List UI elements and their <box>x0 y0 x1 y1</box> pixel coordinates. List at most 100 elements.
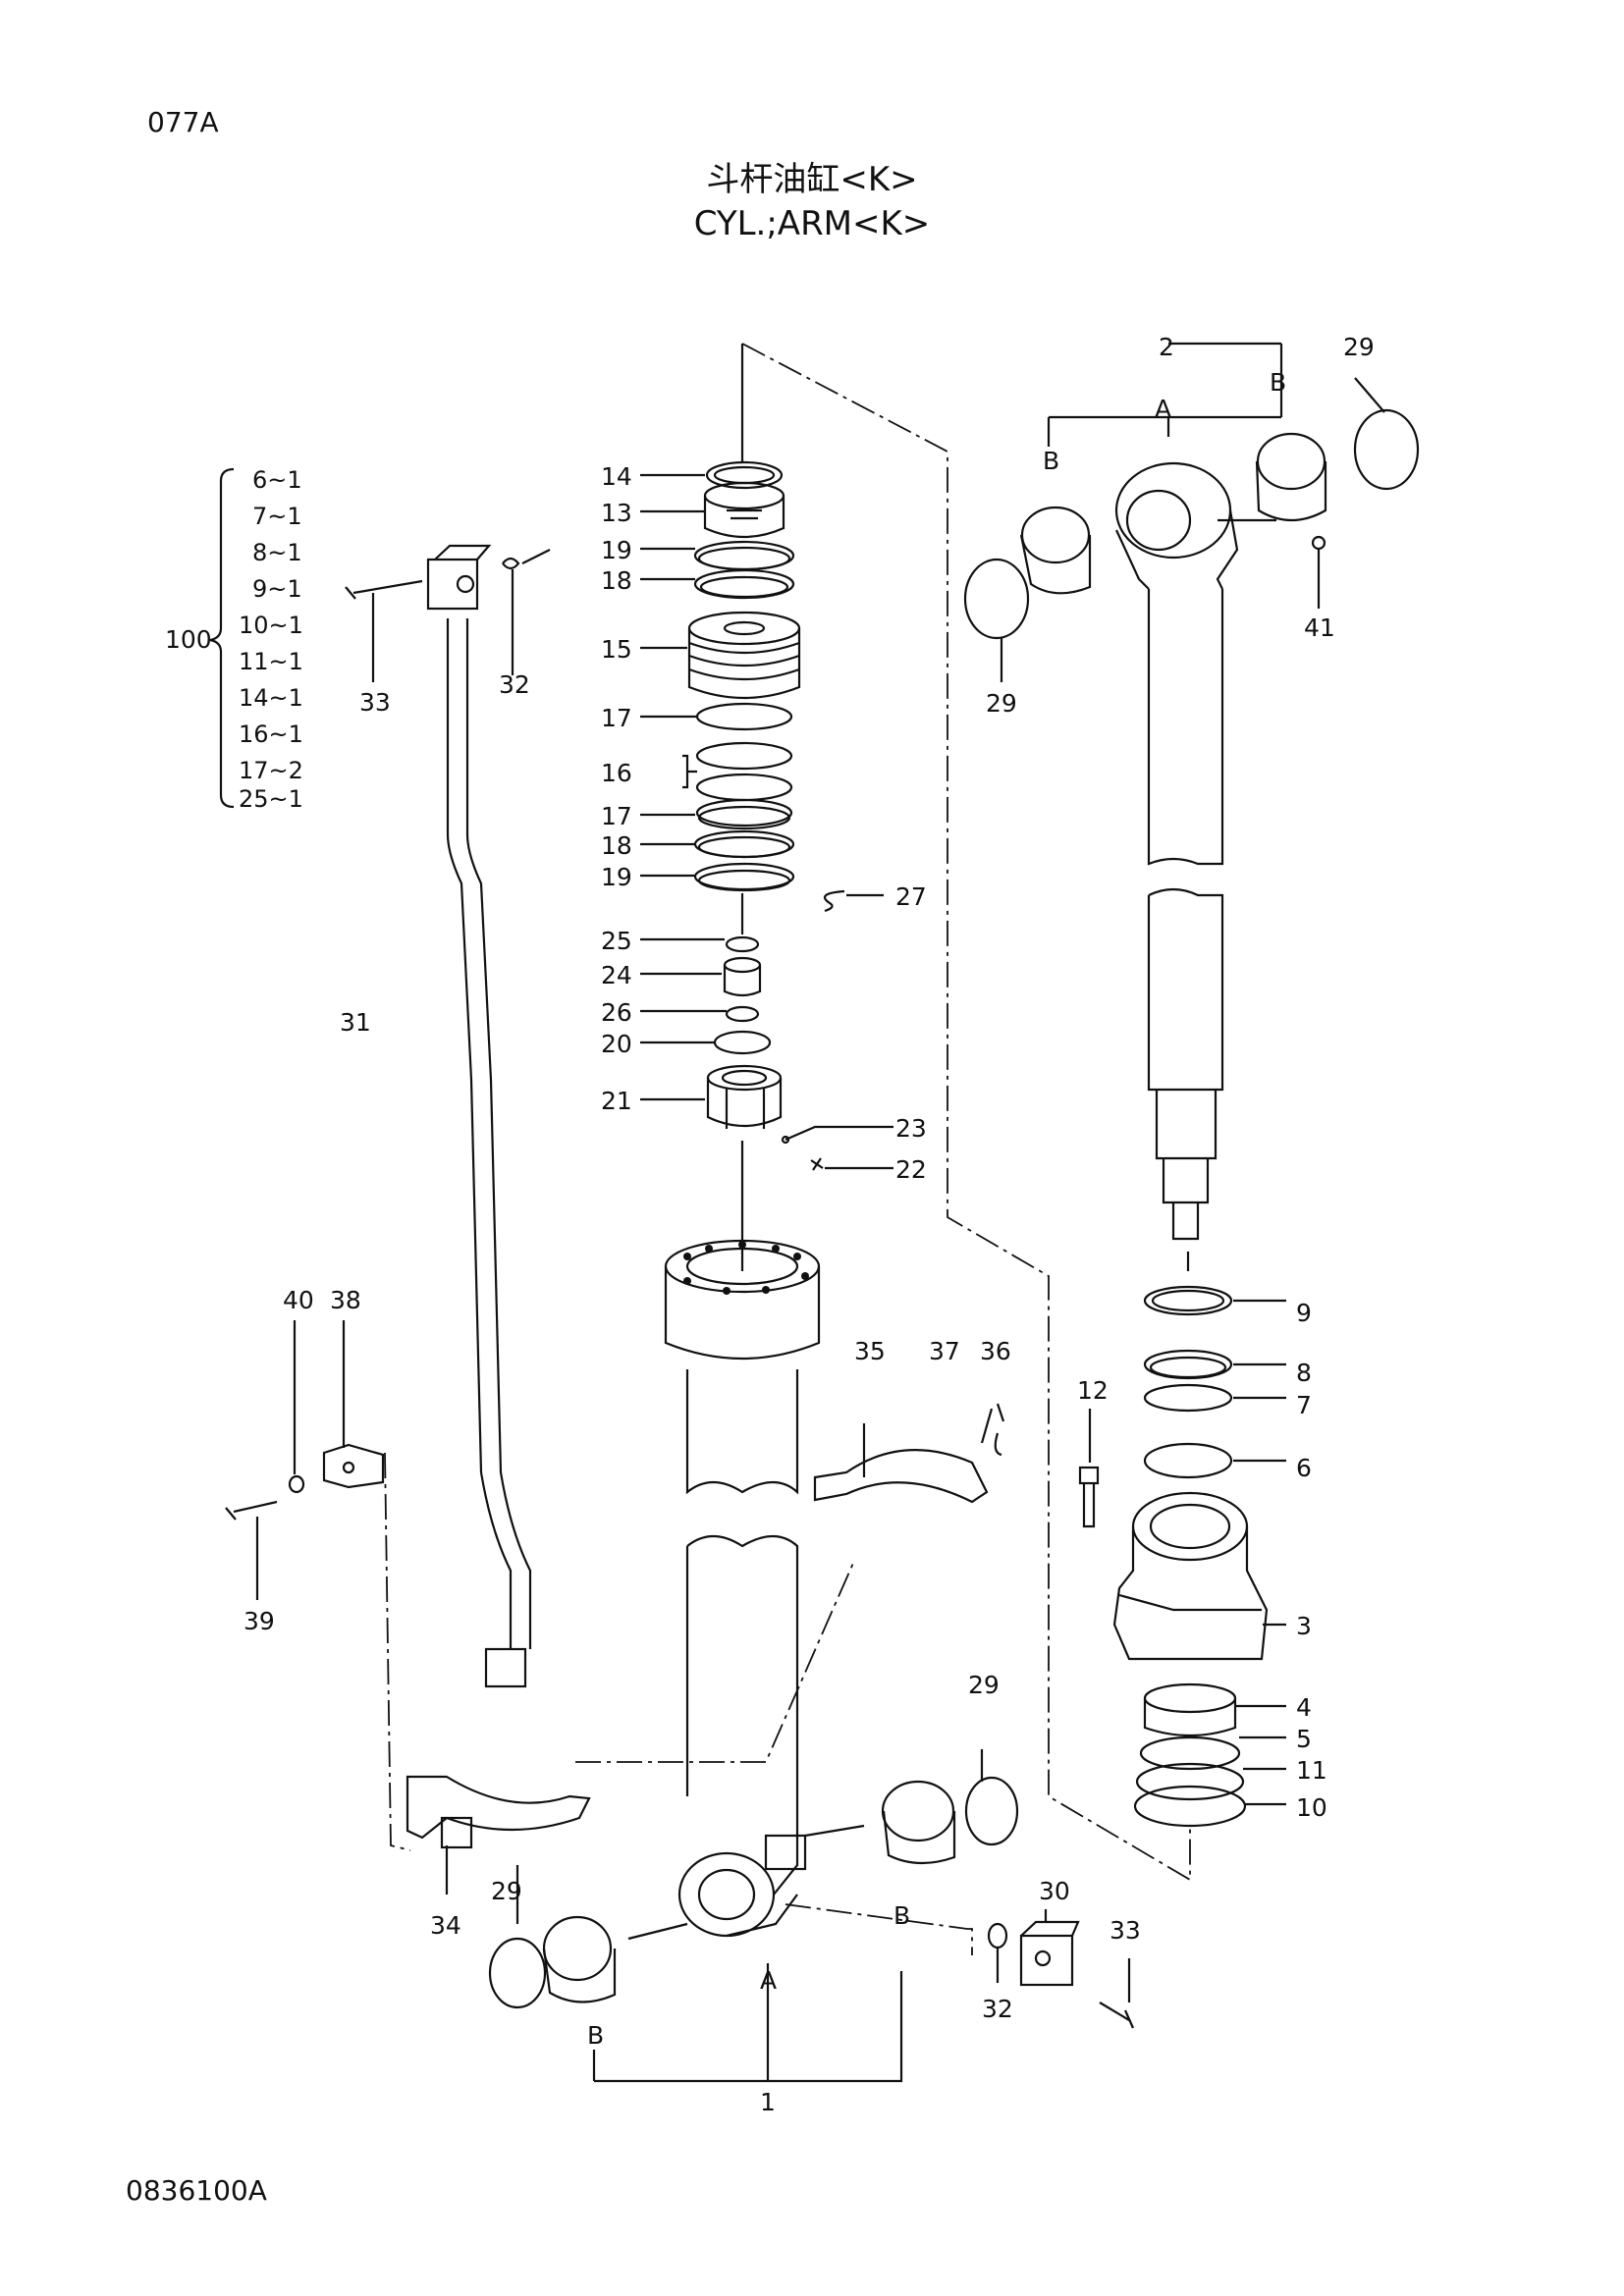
callout-29-tube-left: 29 <box>491 1877 522 1905</box>
part-18-ring-bottom <box>693 829 795 859</box>
parts-36-37-bolt-washer <box>980 1403 1005 1457</box>
part-11-ring <box>1135 1762 1245 1801</box>
letter-b-tube-right: B <box>893 1901 910 1930</box>
letter-a-rod: A <box>1155 395 1171 423</box>
part-15-piston <box>687 611 801 700</box>
callout-3: 3 <box>1296 1612 1312 1640</box>
phantom-line-clamp <box>384 1452 855 1851</box>
kit-item: 8~1 <box>252 539 302 566</box>
callout-29-tube-right: 29 <box>968 1671 1000 1699</box>
rod-bushings-upper <box>963 408 1420 640</box>
kit-item: 10~1 <box>239 612 303 639</box>
part-17-ring-bottom <box>695 798 793 830</box>
kit-item: 7~1 <box>252 503 302 530</box>
callout-6: 6 <box>1296 1454 1312 1482</box>
part-41-grease-fitting <box>1311 535 1326 551</box>
part-33-bolt-lower <box>1099 2002 1135 2029</box>
part-16-rings <box>695 741 793 802</box>
upper-leaders <box>371 569 514 682</box>
part-3-rod-cover <box>1112 1491 1269 1661</box>
callout-33-upper: 33 <box>359 688 391 717</box>
lower-seal-29-left <box>488 1937 547 2009</box>
letter-b-rod-left: B <box>1043 447 1059 475</box>
callout-19-bottom: 19 <box>601 863 632 891</box>
callout-32-upper: 32 <box>499 670 530 699</box>
letter-a-tube: A <box>760 1966 777 1995</box>
part-13-bushing <box>703 481 785 539</box>
callout-15: 15 <box>601 635 632 664</box>
part-21-nut <box>706 1064 783 1129</box>
callout-8: 8 <box>1296 1359 1312 1387</box>
callout-12: 12 <box>1077 1376 1109 1405</box>
lower-bushing-right <box>881 1780 956 1865</box>
callout-23: 23 <box>895 1114 927 1143</box>
callout-36: 36 <box>980 1337 1011 1365</box>
callout-22: 22 <box>895 1155 927 1184</box>
callout-25: 25 <box>601 927 632 955</box>
callout-40: 40 <box>283 1286 314 1314</box>
phantom-line-rod <box>741 343 1191 1882</box>
part-40-washer <box>288 1474 305 1494</box>
callout-37: 37 <box>929 1337 960 1365</box>
rod-assembly-bracket <box>1047 342 1283 447</box>
part-39-bolt <box>225 1500 278 1521</box>
callout-34: 34 <box>430 1911 461 1940</box>
callout-1: 1 <box>760 2088 776 2116</box>
callout-2: 2 <box>1159 333 1174 361</box>
letter-b-rod-right: B <box>1270 368 1286 397</box>
callout-32-lower: 32 <box>982 1995 1013 2023</box>
callout-39: 39 <box>244 1607 275 1635</box>
head-leaders <box>1088 1299 1286 1806</box>
upper-oring-32 <box>502 549 551 570</box>
part-6-ring <box>1143 1442 1233 1479</box>
callout-41: 41 <box>1304 614 1335 642</box>
part-9-ring <box>1143 1285 1233 1316</box>
part-38-bracket <box>322 1443 385 1489</box>
kit-item: 9~1 <box>252 575 302 603</box>
letter-b-tube-left: B <box>587 2021 604 2050</box>
upper-port-block <box>426 544 492 611</box>
callout-4: 4 <box>1296 1693 1312 1722</box>
kit-brace <box>209 467 235 809</box>
clamp-leaders <box>445 1423 866 1895</box>
part-34-clamp-lower <box>406 1775 591 1849</box>
pipe-fitting <box>484 1647 527 1688</box>
part-7-ring <box>1143 1383 1233 1413</box>
callout-17-bottom: 17 <box>601 802 632 830</box>
right-leader-lines <box>785 893 893 1170</box>
part-18-ring-top <box>693 568 795 600</box>
part-31-pipe <box>446 618 532 1649</box>
callout-9: 9 <box>1296 1299 1312 1327</box>
callout-33-lower: 33 <box>1110 1916 1141 1945</box>
callout-5: 5 <box>1296 1725 1312 1753</box>
upper-bolt-33 <box>345 579 423 600</box>
drawing-number: 0836100A <box>126 2174 267 2207</box>
kit-item: 14~1 <box>239 684 303 712</box>
callout-16: 16 <box>601 759 632 787</box>
kit-number: 100 <box>165 625 212 654</box>
part-22-setscrew <box>810 1157 824 1171</box>
lower-leaders <box>515 1749 984 1941</box>
part-24-collar <box>723 956 762 997</box>
kit-item: 11~1 <box>239 648 303 675</box>
callout-21: 21 <box>601 1087 632 1115</box>
phantom-line-port <box>785 1903 973 1955</box>
part-1-cylinder-tube <box>664 1239 821 1938</box>
part-23-ball <box>781 1135 790 1145</box>
part-16-bracket <box>682 754 697 789</box>
page-code: 077A <box>147 106 219 138</box>
callout-24: 24 <box>601 961 632 989</box>
part-12-bolt <box>1078 1466 1100 1528</box>
callout-14: 14 <box>601 462 632 491</box>
callout-29-rod-left: 29 <box>986 689 1017 718</box>
lower-bushing-left <box>542 1915 617 2003</box>
kit-item: 17~2 <box>239 757 303 784</box>
callout-20: 20 <box>601 1030 632 1058</box>
part-5-ring <box>1139 1735 1241 1771</box>
title-english: CYL.;ARM<K> <box>693 204 931 243</box>
part-10-ring <box>1133 1785 1247 1828</box>
part-30-port-block <box>1019 1920 1080 1987</box>
callout-13: 13 <box>601 499 632 527</box>
part-19-ring-bottom <box>693 862 795 892</box>
